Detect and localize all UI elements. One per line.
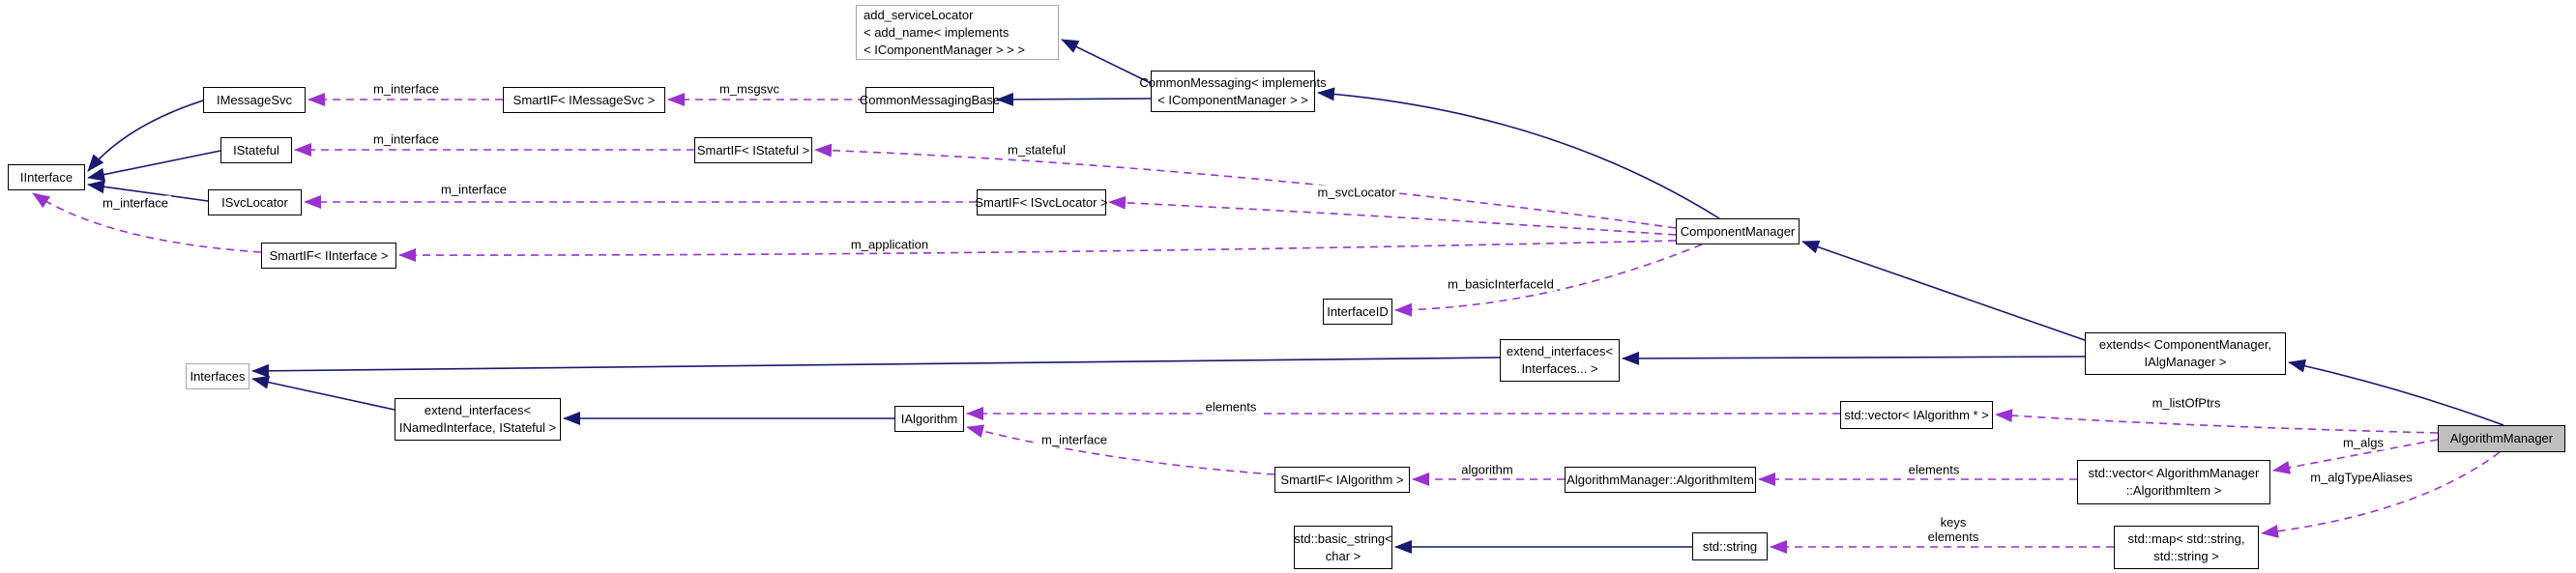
class-node-vector-ialgorithm[interactable]: std::vector< IAlgorithm * > [1840, 401, 1993, 429]
class-node-add-service-locator[interactable]: add_serviceLocator < add_name< implements… [856, 5, 1059, 60]
class-node-algorithm-item[interactable]: AlgorithmManager::AlgorithmItem [1565, 467, 1756, 493]
usage-edge-algorithm-manager-to-vector-ialgorithm [1995, 409, 2439, 434]
usage-edge-smartif-iinterface-to-iinterface [32, 192, 262, 253]
edge-label-m_listOfPtrs: m_listOfPtrs [2149, 395, 2224, 411]
class-node-label: std::string > [2153, 548, 2219, 563]
class-node-label: CommonMessaging< implements [1139, 74, 1327, 90]
class-node-label: IAlgManager > [2144, 355, 2227, 369]
edge-label-m_interface: m_interface [370, 131, 442, 147]
class-node-label: char > [1325, 548, 1361, 563]
class-node-common-messaging-base[interactable]: CommonMessagingBase [860, 87, 1000, 113]
edge-label-m_msgsvc: m_msgsvc [716, 81, 783, 97]
class-node-std-basic-string[interactable]: std::basic_string<char > [1294, 526, 1392, 569]
class-node-label: std::vector< AlgorithmManager [2088, 466, 2260, 480]
class-node-smartif-iinterface[interactable]: SmartIF< IInterface > [261, 243, 396, 269]
class-node-label: < IComponentManager > > [1157, 92, 1308, 107]
inheritance-edge-common-messaging-to-add-service-locator [1061, 39, 1152, 84]
class-node-component-manager[interactable]: ComponentManager [1676, 218, 1800, 244]
class-node-label: IMessageSvc [216, 92, 293, 107]
class-node-label: SmartIF< IMessageSvc > [512, 92, 656, 107]
class-node-label: std::vector< IAlgorithm * > [1844, 407, 1989, 422]
class-node-label: IStateful [233, 142, 279, 158]
class-node-label: extends< ComponentManager, [2098, 337, 2272, 352]
inheritance-edge-extend-interfaces-variadic-to-interfaces [251, 357, 1501, 378]
edge-label-m_algs: m_algs [2340, 435, 2386, 450]
inheritance-edge-component-manager-to-common-messaging [1317, 87, 1720, 219]
class-node-label: INamedInterface, IStateful > [398, 420, 557, 435]
class-node-label: IAlgorithm [900, 411, 958, 426]
usage-edge-algorithm-manager-to-vector-algorithm-item [2272, 439, 2439, 474]
edge-label-algorithm: algorithm [1458, 462, 1516, 477]
edge-label-m_algTypeAliases: m_algTypeAliases [2307, 470, 2415, 485]
edge-label-m_interface: m_interface [370, 81, 442, 97]
class-node-label: AlgorithmManager::AlgorithmItem [1566, 472, 1754, 487]
class-node-interface-id[interactable]: InterfaceID [1323, 299, 1392, 325]
inheritance-edge-imessagesvc-to-iinterface [87, 100, 204, 172]
class-node-isvclocator[interactable]: ISvcLocator [208, 189, 302, 215]
edge-label-m_application: m_application [847, 237, 932, 252]
usage-edge-component-manager-to-smartif-iinterface [398, 240, 1677, 263]
class-node-label: add_serviceLocator [864, 7, 974, 22]
inheritance-edge-extends-component-manager-to-extend-interfaces-variadic [1622, 351, 2086, 365]
class-node-interfaces[interactable]: Interfaces [186, 363, 249, 389]
class-node-label: CommonMessagingBase [859, 92, 1001, 107]
class-node-label: SmartIF< IStateful > [696, 142, 810, 158]
class-node-label: IInterface [19, 169, 73, 185]
class-node-label: SmartIF< ISvcLocator > [975, 194, 1108, 210]
class-node-label: < add_name< implements [864, 24, 1010, 40]
class-node-label: std::map< std::string, [2127, 530, 2245, 546]
class-node-smartif-ialgorithm[interactable]: SmartIF< IAlgorithm > [1274, 467, 1410, 493]
class-node-label: std::basic_string< [1294, 530, 1392, 546]
inheritance-edge-extend-interfaces-named-to-interfaces [251, 375, 395, 411]
edge-label-elements: elements [1905, 462, 1963, 477]
class-node-label: < IComponentManager > > > [864, 42, 1025, 57]
edge-label-m_stateful: m_stateful [1005, 142, 1068, 158]
class-node-label: ::AlgorithmItem > [2125, 483, 2222, 498]
class-node-label: Interfaces [190, 368, 246, 384]
class-node-smartif-istateful[interactable]: SmartIF< IStateful > [694, 137, 812, 163]
edge-label-m_interface: m_interface [100, 195, 171, 211]
class-node-label: std::string [1702, 538, 1758, 554]
class-node-label: Interfaces... > [1521, 361, 1598, 376]
edge-label-m_interface: m_interface [1039, 432, 1110, 447]
edge-label-m_basicInterfaceId: m_basicInterfaceId [1445, 276, 1557, 292]
class-node-smartif-imessagesvc[interactable]: SmartIF< IMessageSvc > [503, 87, 665, 113]
class-node-label: SmartIF< IInterface > [269, 247, 389, 263]
inheritance-edge-extends-component-manager-to-component-manager [1801, 240, 2086, 341]
usage-edge-smartif-ialgorithm-to-ialgorithm [966, 424, 1275, 475]
class-node-extends-component-manager[interactable]: extends< ComponentManager, IAlgManager > [2085, 332, 2286, 375]
edge-label-elements: elements [1202, 399, 1260, 415]
class-node-label: ComponentManager [1680, 223, 1796, 239]
usage-edge-component-manager-to-smartif-istateful [814, 143, 1677, 229]
usage-edge-component-manager-to-interface-id [1394, 244, 1703, 317]
inheritance-edge-common-messaging-to-common-messaging-base [996, 92, 1152, 106]
class-node-label: AlgorithmManager [2449, 431, 2554, 445]
usage-edge-component-manager-to-smartif-isvclocator [1108, 195, 1677, 236]
class-node-ialgorithm[interactable]: IAlgorithm [894, 406, 964, 432]
class-node-label: SmartIF< IAlgorithm > [1280, 472, 1404, 487]
class-node-std-string[interactable]: std::string [1692, 532, 1768, 560]
inheritance-edge-istateful-to-iinterface [87, 150, 221, 182]
inheritance-edge-isvclocator-to-iinterface [87, 180, 209, 202]
class-node-algorithm-manager[interactable]: AlgorithmManager [2438, 425, 2565, 452]
class-node-imessagesvc[interactable]: IMessageSvc [203, 87, 306, 113]
class-node-istateful[interactable]: IStateful [220, 137, 292, 163]
class-node-std-map[interactable]: std::map< std::string,std::string > [2114, 526, 2259, 569]
edge-label-m_interface: m_interface [438, 182, 510, 197]
class-node-extend-interfaces-variadic[interactable]: extend_interfaces< Interfaces... > [1500, 339, 1620, 382]
class-node-iinterface[interactable]: IInterface [8, 164, 85, 190]
class-node-vector-algorithm-item[interactable]: std::vector< AlgorithmManager::Algorithm… [2077, 460, 2270, 504]
class-node-common-messaging[interactable]: CommonMessaging< implements < IComponentM… [1139, 71, 1327, 112]
class-node-label: ISvcLocator [221, 194, 288, 210]
class-node-label: InterfaceID [1327, 303, 1389, 319]
class-node-smartif-isvclocator[interactable]: SmartIF< ISvcLocator > [975, 189, 1108, 215]
usage-edge-algorithm-manager-to-std-map [2261, 451, 2501, 538]
inheritance-edge-algorithm-manager-to-extends-component-manager [2288, 358, 2504, 426]
class-node-extend-interfaces-named[interactable]: extend_interfaces< INamedInterface, IStat… [395, 398, 561, 441]
class-node-label: extend_interfaces< [424, 403, 532, 417]
class-node-label: extend_interfaces< [1506, 344, 1614, 358]
edge-label-m_svcLocator: m_svcLocator [1314, 185, 1399, 200]
